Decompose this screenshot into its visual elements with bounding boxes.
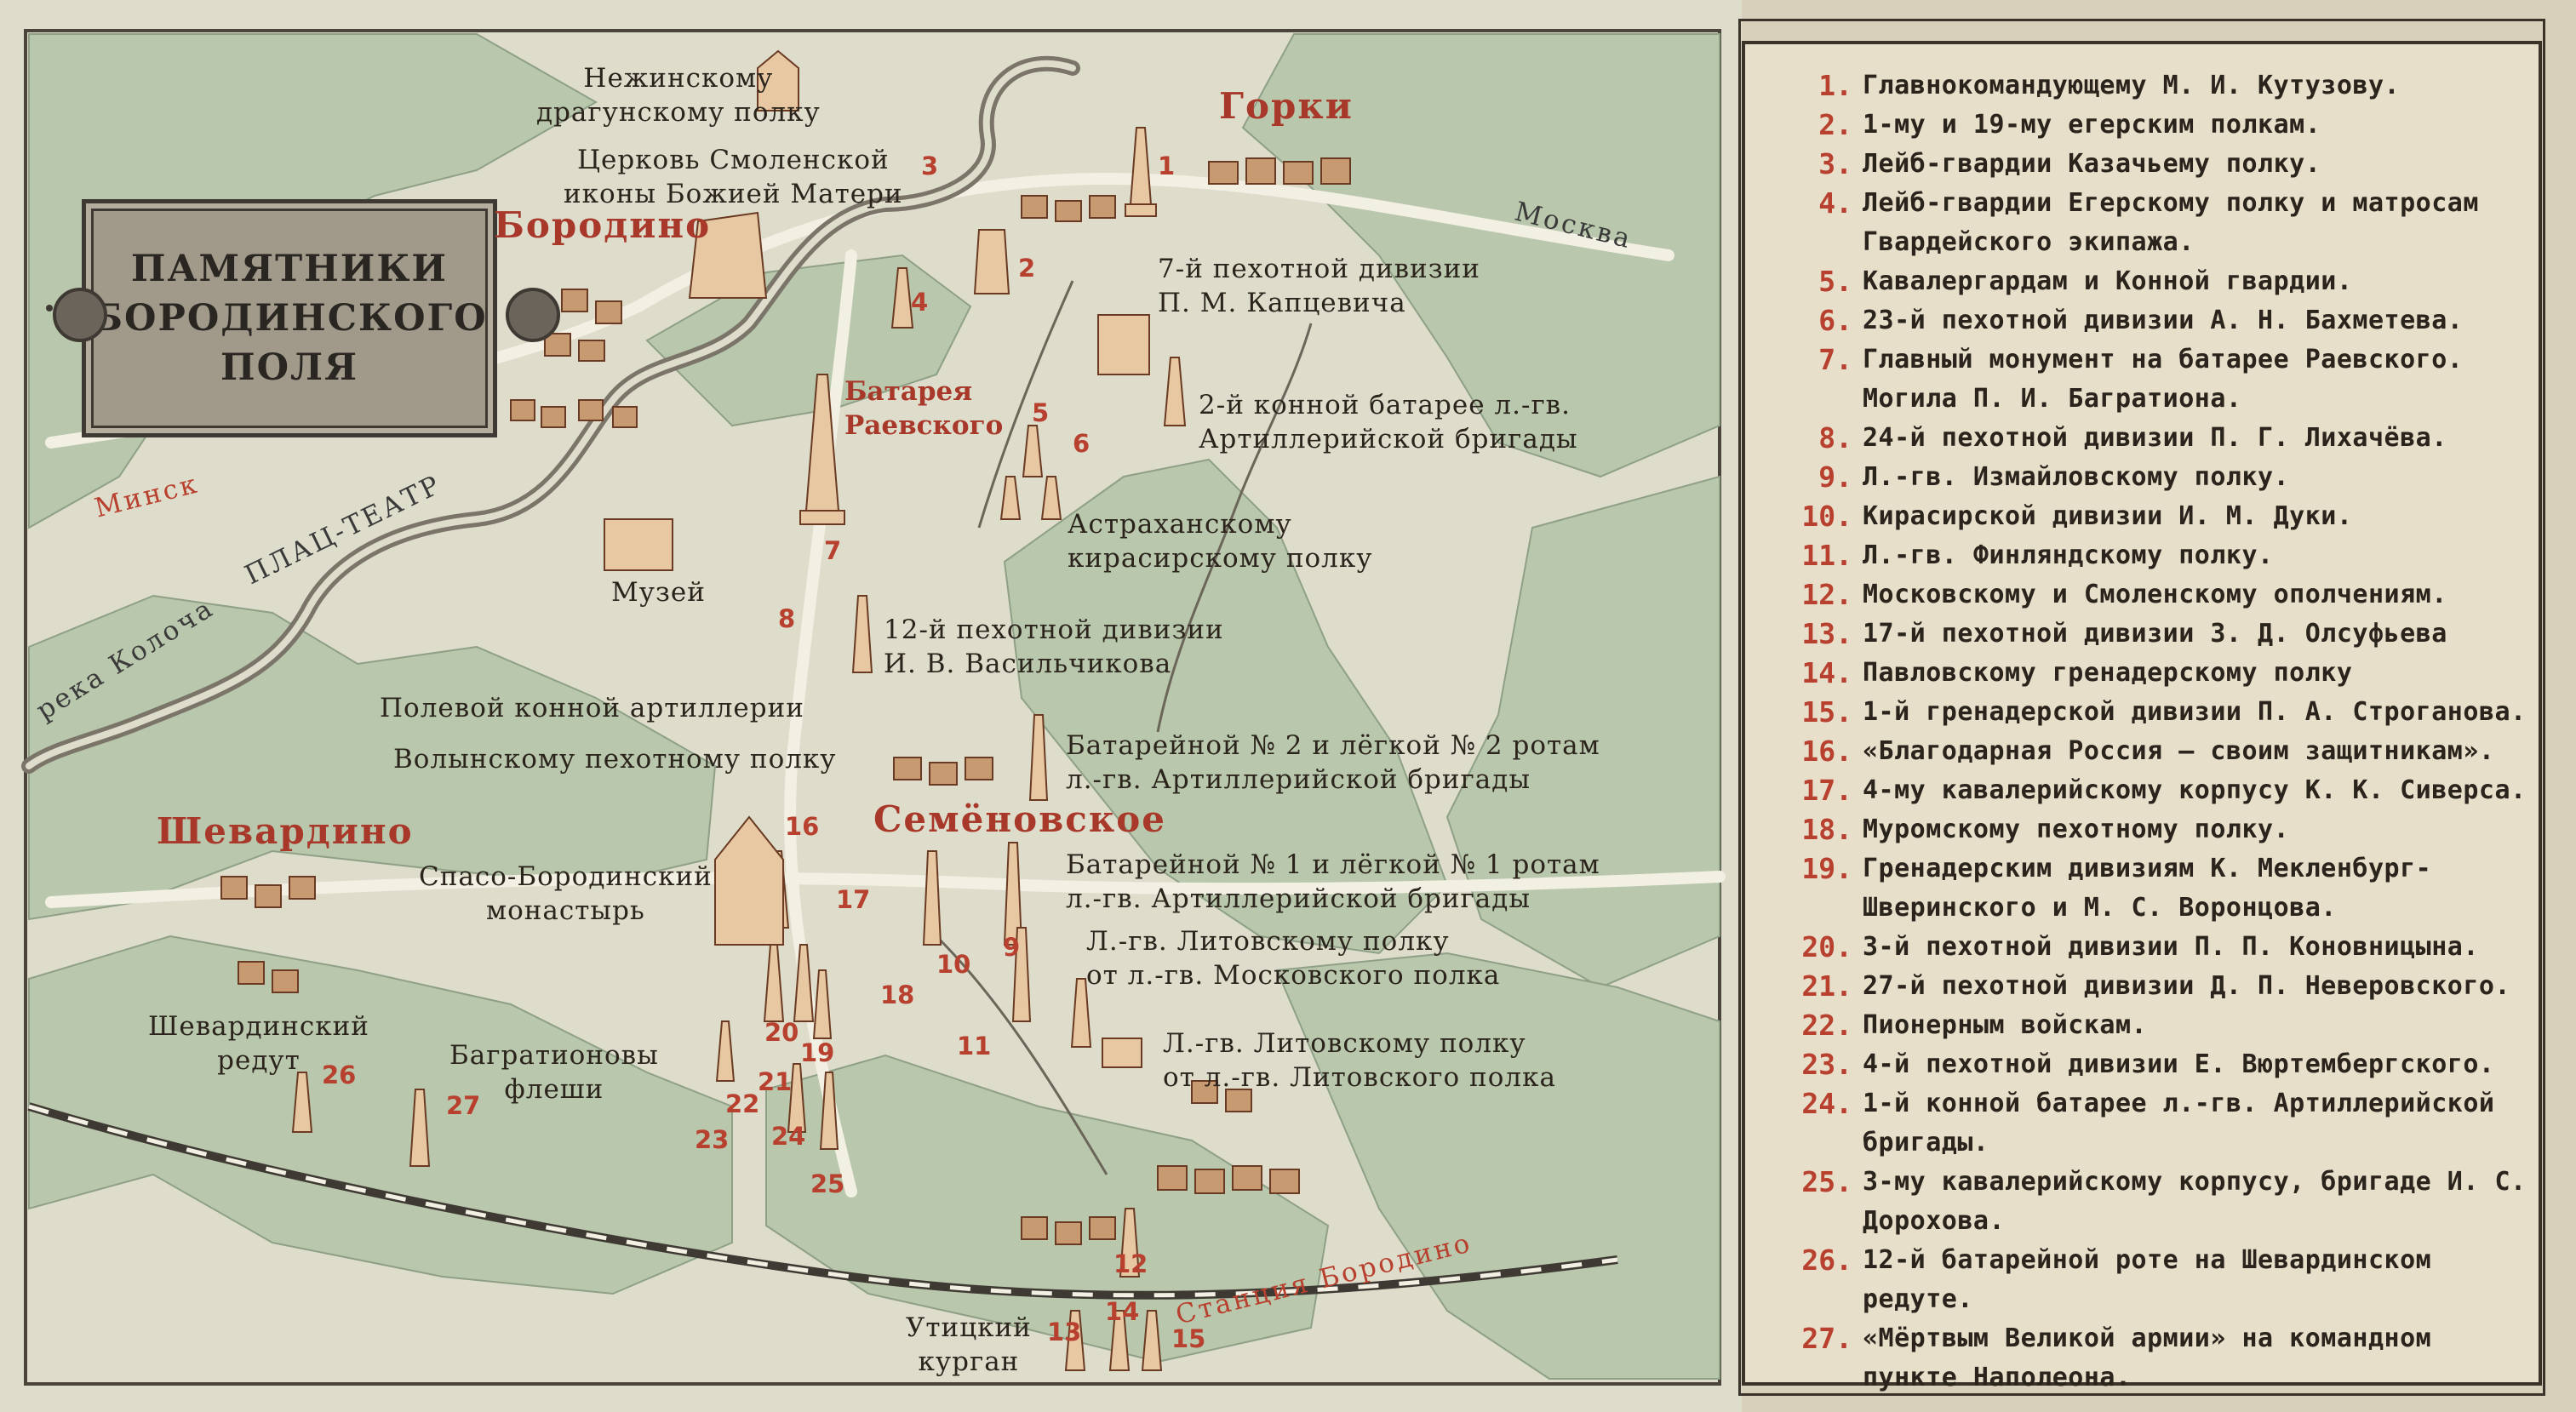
label-polevoi: Полевой конной артиллерии bbox=[380, 693, 804, 723]
left-orb-ornament bbox=[53, 288, 107, 342]
label-tserkov: Церковь Смоленской иконы Божией Матери bbox=[564, 145, 903, 209]
marker-1: 1 bbox=[1158, 151, 1176, 180]
title-cartouche: ПАМЯТНИКИ БОРОДИНСКОГО ПОЛЯ bbox=[82, 199, 497, 437]
marker-13: 13 bbox=[1047, 1318, 1082, 1346]
marker-22: 22 bbox=[725, 1089, 760, 1118]
label-batareya: Батарея Раевского bbox=[844, 376, 1004, 441]
marker-23: 23 bbox=[695, 1125, 730, 1154]
map-background bbox=[0, 0, 1742, 1412]
marker-20: 20 bbox=[764, 1018, 799, 1047]
label-konnaya-2: 2-й конной батарее л.-гв. Артиллерийской… bbox=[1199, 390, 1578, 454]
label-fleshi: Багратионовы флеши bbox=[449, 1040, 659, 1105]
label-rota-2: Батарейной № 2 и лёгкой № 2 ротам л.-гв.… bbox=[1066, 730, 1600, 795]
label-monastyr: Спасо-Бородинский монастырь bbox=[419, 861, 713, 926]
marker-5: 5 bbox=[1032, 398, 1050, 427]
label-astrakhan: Астраханскому кирасирскому полку bbox=[1068, 509, 1373, 574]
label-litovsky-m: Л.-гв. Литовскому полку от л.-гв. Москов… bbox=[1086, 926, 1501, 991]
marker-25: 25 bbox=[810, 1169, 845, 1198]
right-orb-ornament bbox=[506, 288, 560, 342]
legend-frame bbox=[1738, 19, 2545, 1396]
marker-10: 10 bbox=[936, 950, 971, 979]
marker-3: 3 bbox=[921, 151, 939, 180]
marker-19: 19 bbox=[800, 1038, 835, 1067]
marker-9: 9 bbox=[1003, 933, 1021, 962]
label-muzei: Музей bbox=[611, 577, 706, 608]
monument-glyphs bbox=[291, 49, 1187, 1371]
village-semenovskoe: Семёновское bbox=[873, 798, 1166, 840]
label-nezhinsky: Нежинскому драгунскому полку bbox=[536, 63, 821, 128]
label-rota-1: Батарейной № 1 и лёгкой № 1 ротам л.-гв.… bbox=[1066, 849, 1600, 914]
map-title: ПАМЯТНИКИ БОРОДИНСКОГО ПОЛЯ bbox=[91, 248, 488, 389]
marker-17: 17 bbox=[836, 885, 871, 914]
label-kaptsevich: 7-й пехотной дивизии П. М. Капцевича bbox=[1158, 254, 1480, 318]
marker-16: 16 bbox=[785, 812, 820, 841]
marker-21: 21 bbox=[758, 1067, 793, 1096]
railway bbox=[27, 1102, 1618, 1300]
village-houses bbox=[220, 157, 1351, 1245]
label-vasilchikov: 12-й пехотной дивизии И. В. Васильчикова bbox=[884, 615, 1224, 679]
map-panel: ПАМЯТНИКИ БОРОДИНСКОГО ПОЛЯ Горки Бороди… bbox=[0, 0, 1742, 1412]
marker-8: 8 bbox=[778, 604, 796, 633]
label-volynsky: Волынскому пехотному полку bbox=[393, 744, 837, 775]
marker-11: 11 bbox=[957, 1032, 992, 1060]
marker-2: 2 bbox=[1018, 254, 1036, 283]
marker-27: 27 bbox=[446, 1091, 481, 1120]
legend-panel: 1.Главнокомандующему М. И. Кутузову. 2.1… bbox=[1742, 41, 2542, 1392]
compass-marks bbox=[46, 305, 53, 312]
label-kurgan: Утицкий курган bbox=[906, 1312, 1032, 1377]
marker-26: 26 bbox=[322, 1060, 357, 1089]
village-shevardino: Шевардино bbox=[157, 810, 414, 852]
marker-12: 12 bbox=[1113, 1249, 1148, 1278]
label-litovsky-l: Л.-гв. Литовскому полку от л.-гв. Литовс… bbox=[1163, 1028, 1556, 1093]
marker-15: 15 bbox=[1171, 1324, 1206, 1353]
marker-7: 7 bbox=[824, 536, 842, 565]
marker-4: 4 bbox=[911, 288, 929, 317]
village-gorki: Горки bbox=[1219, 85, 1354, 127]
village-borodino: Бородино bbox=[494, 204, 712, 246]
label-redut: Шевардинский редут bbox=[148, 1011, 369, 1076]
marker-18: 18 bbox=[880, 980, 915, 1009]
marker-6: 6 bbox=[1073, 429, 1091, 458]
marker-14: 14 bbox=[1105, 1297, 1140, 1326]
marker-24: 24 bbox=[771, 1122, 806, 1151]
streams bbox=[935, 280, 1313, 1175]
